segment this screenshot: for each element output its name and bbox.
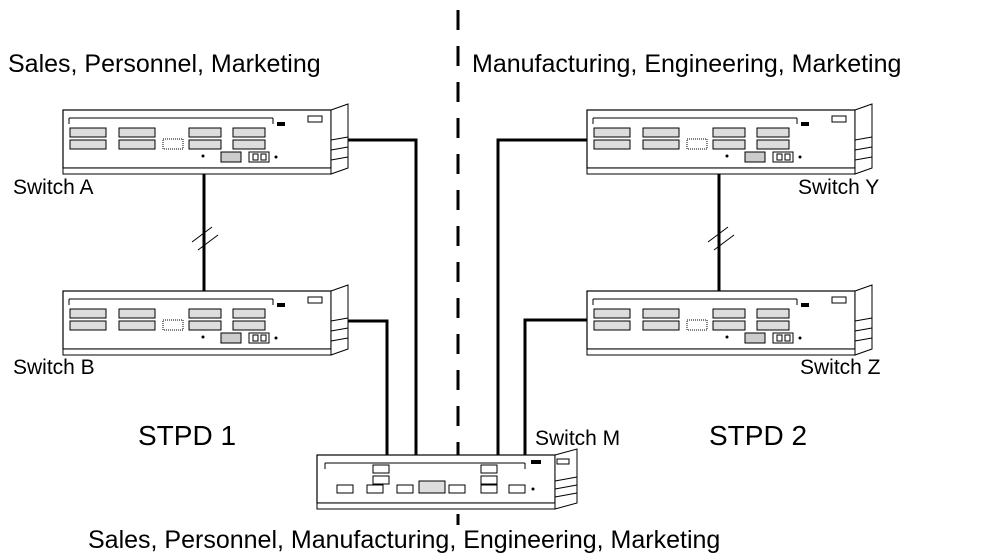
switch-z-device xyxy=(586,284,873,356)
link-break-mark xyxy=(713,234,735,251)
group-label-left: Sales, Personnel, Marketing xyxy=(8,50,321,78)
link-break-mark xyxy=(197,234,219,251)
stpd-1-label: STPD 1 xyxy=(138,420,236,451)
switch-b-label: Switch B xyxy=(13,356,95,379)
switch-a-label: Switch A xyxy=(13,176,94,199)
link-y-m xyxy=(496,138,587,455)
switch-y-device xyxy=(586,103,873,175)
link-a-m xyxy=(331,138,418,455)
switch-b-device xyxy=(62,284,349,356)
stpd-2-label: STPD 2 xyxy=(709,420,807,451)
switch-a-device xyxy=(62,103,349,175)
switch-m-device xyxy=(316,448,578,510)
group-label-bottom: Sales, Personnel, Manufacturing, Enginee… xyxy=(88,526,720,554)
link-z-m xyxy=(523,318,587,455)
link-break-mark xyxy=(191,226,213,243)
network-links xyxy=(191,138,735,455)
link-b-m xyxy=(331,319,389,455)
switch-z-label: Switch Z xyxy=(800,356,881,379)
group-label-right: Manufacturing, Engineering, Marketing xyxy=(472,50,901,78)
switch-y-label: Switch Y xyxy=(798,176,879,199)
switch-m-label: Switch M xyxy=(535,427,620,450)
link-break-mark xyxy=(707,226,729,243)
